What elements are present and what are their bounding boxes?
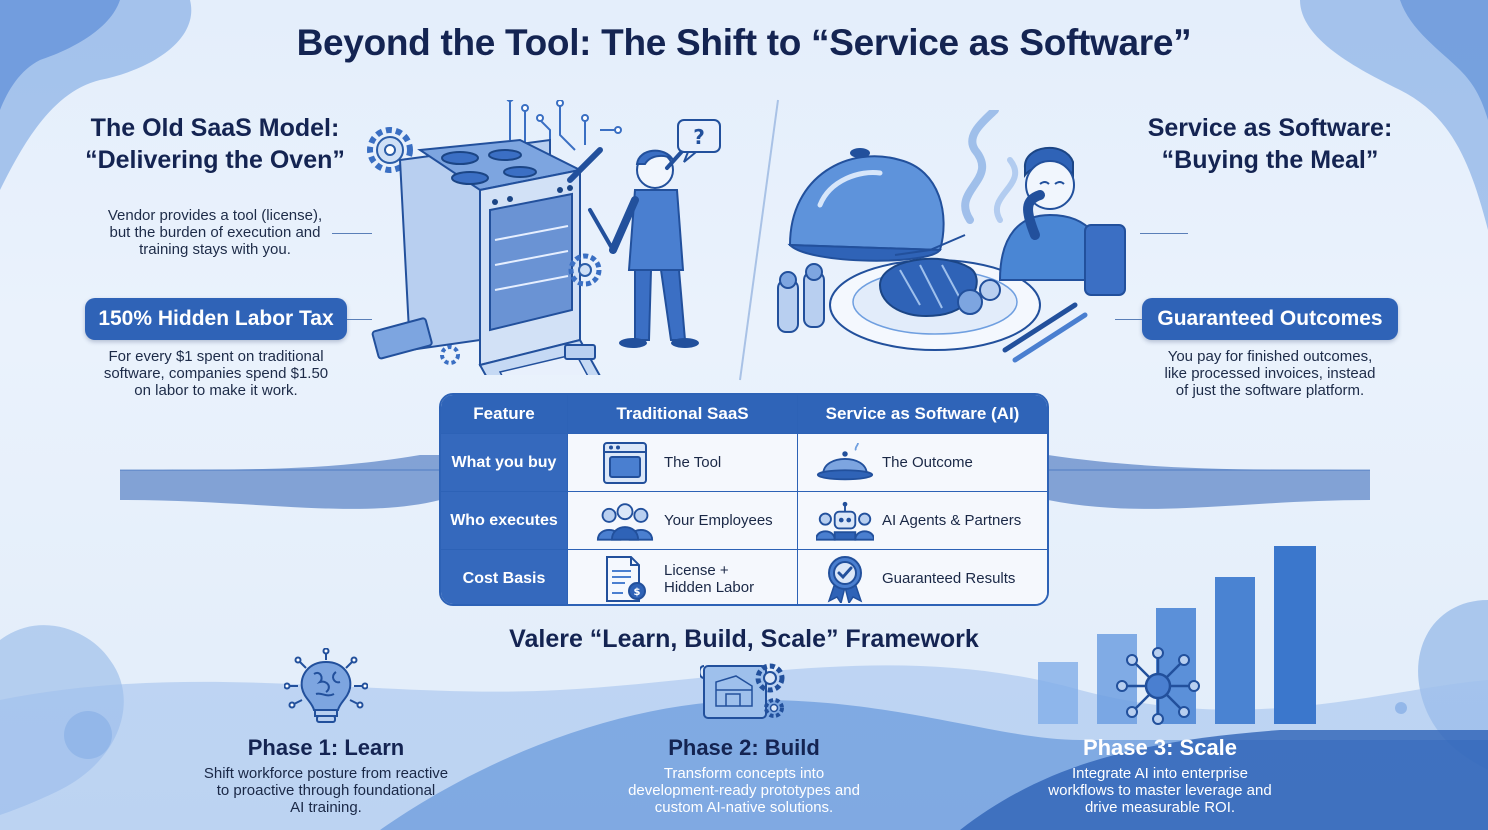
phase-1-title: Phase 1: Learn xyxy=(247,735,405,760)
hidden-labor-tax-badge: 150% Hidden Labor Tax xyxy=(85,298,347,340)
row-ai-cell: Guaranteed Results xyxy=(798,550,1047,604)
svg-text:$: $ xyxy=(634,587,641,598)
phase-2-desc-line: development-ready prototypes and xyxy=(628,782,860,799)
phase-2-title: Phase 2: Build xyxy=(668,735,820,760)
row-saas-cell: Your Employees xyxy=(568,492,798,549)
saas-who-executes: Your Employees xyxy=(664,512,773,529)
old-saas-title: The Old SaaS Model: “Delivering the Oven… xyxy=(55,112,375,176)
phase-3-title: Phase 3: Scale xyxy=(1082,735,1238,760)
labor-tax-stat-line: software, companies spend $1.50 xyxy=(103,365,329,382)
row-feature-what-you-buy: What you buy xyxy=(441,434,568,491)
row-ai-cell: The Outcome xyxy=(798,434,1047,491)
ai-who-executes: AI Agents & Partners xyxy=(882,512,1022,529)
table-header-row: Feature Traditional SaaS Service as Soft… xyxy=(441,395,1047,433)
table-row: Cost Basis $ License + Hidden Labor Guar… xyxy=(441,549,1047,604)
phase-1-desc-line: Shift workforce posture from reactive xyxy=(203,765,449,782)
row-saas-cell: $ License + Hidden Labor xyxy=(568,550,798,604)
left-connector-line xyxy=(332,233,372,234)
row-saas-cell: The Tool xyxy=(568,434,798,491)
meal-illustration xyxy=(777,110,1126,363)
service-as-software-title: Service as Software: “Buying the Meal” xyxy=(1115,112,1425,176)
labor-tax-stat-line: on labor to make it work. xyxy=(134,382,298,399)
service-title-line2: “Buying the Meal” xyxy=(1161,146,1379,174)
phase-3-description: Integrate AI into enterprise workflows t… xyxy=(1010,765,1310,816)
phase-1-desc-line: to proactive through foundational xyxy=(216,782,436,799)
guaranteed-outcomes-badge: Guaranteed Outcomes xyxy=(1142,298,1398,340)
table-row: What you buy The Tool The Outcome xyxy=(441,433,1047,491)
phase-1-description: Shift workforce posture from reactive to… xyxy=(180,765,472,816)
old-saas-title-line1: The Old SaaS Model: xyxy=(90,114,340,142)
phase-1-desc-line: AI training. xyxy=(290,799,362,816)
network-icon xyxy=(1116,647,1200,725)
framework-title: Valere “Learn, Build, Scale” Framework xyxy=(509,625,979,653)
labor-tax-stat-line: For every $1 spent on traditional xyxy=(108,348,324,365)
cloche-icon xyxy=(816,439,874,487)
comparison-table: Feature Traditional SaaS Service as Soft… xyxy=(439,393,1049,606)
oven-mechanic-illustration: ? xyxy=(367,100,721,375)
question-bubble-icon: ? xyxy=(677,119,721,163)
row-feature-cost-basis: Cost Basis xyxy=(441,550,568,604)
table-header-service-as-software: Service as Software (AI) xyxy=(825,404,1020,423)
oven-icon xyxy=(596,439,654,487)
saas-cost-basis-line: License + xyxy=(664,561,729,579)
phase-2-desc-line: custom AI-native solutions. xyxy=(654,799,834,816)
row-feature-who-executes: Who executes xyxy=(441,492,568,549)
saas-what-you-buy: The Tool xyxy=(664,454,722,471)
outcomes-desc-line: like processed invoices, instead xyxy=(1164,365,1376,382)
phase-2-desc-line: Transform concepts into xyxy=(663,765,825,782)
ai-cost-basis: Guaranteed Results xyxy=(882,570,1016,587)
phase-2-description: Transform concepts into development-read… xyxy=(594,765,894,816)
table-header-traditional-saas: Traditional SaaS xyxy=(568,395,798,433)
page-title: Beyond the Tool: The Shift to “Service a… xyxy=(296,22,1192,63)
blueprint-gear-icon xyxy=(700,663,785,719)
phase-3-desc-line: drive measurable ROI. xyxy=(1084,799,1236,816)
right-connector-line xyxy=(1140,233,1188,234)
ai-what-you-buy: The Outcome xyxy=(882,454,973,471)
old-saas-desc-line: but the burden of execution and xyxy=(109,224,321,241)
invoice-icon: $ xyxy=(596,555,654,603)
row-ai-cell: AI Agents & Partners xyxy=(798,492,1047,549)
saas-cost-basis-line: Hidden Labor xyxy=(664,578,755,596)
old-saas-title-line2: “Delivering the Oven” xyxy=(85,146,345,174)
service-title-line1: Service as Software: xyxy=(1147,114,1393,142)
phase-3-desc-line: Integrate AI into enterprise xyxy=(1072,765,1248,782)
left-badge-connector xyxy=(347,319,372,320)
employees-icon xyxy=(596,497,654,545)
outcomes-desc-line: of just the software platform. xyxy=(1175,382,1365,399)
outcomes-desc-line: You pay for finished outcomes, xyxy=(1167,348,1373,365)
outcomes-description: You pay for finished outcomes, like proc… xyxy=(1135,348,1405,399)
robot-team-icon xyxy=(816,497,874,545)
old-saas-desc-line: Vendor provides a tool (license), xyxy=(107,207,323,224)
phase-3-desc-line: workflows to master leverage and xyxy=(1048,782,1272,799)
svg-text:?: ? xyxy=(693,125,705,149)
old-saas-desc-line: training stays with you. xyxy=(139,241,291,258)
labor-tax-stat: For every $1 spent on traditional softwa… xyxy=(70,348,362,399)
brain-bulb-icon xyxy=(284,648,368,723)
saas-cost-basis: License + Hidden Labor xyxy=(664,562,754,596)
badge-check-icon xyxy=(816,555,874,603)
old-saas-description: Vendor provides a tool (license), but th… xyxy=(80,207,350,258)
table-row: Who executes Your Employees AI Agents & … xyxy=(441,491,1047,549)
right-badge-connector xyxy=(1115,319,1142,320)
table-header-feature: Feature xyxy=(441,395,568,433)
